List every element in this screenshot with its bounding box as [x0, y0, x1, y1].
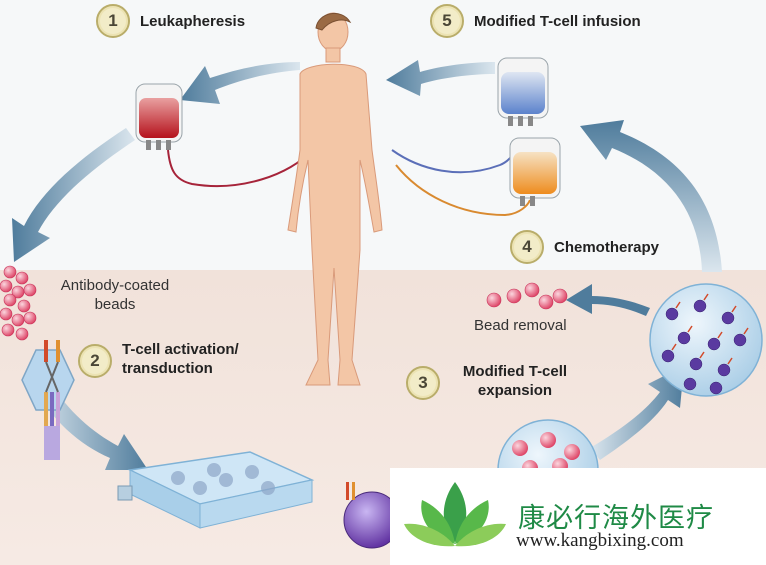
antibody-beads-label: Antibody-coated beads	[60, 277, 170, 313]
step-2: 2 T-cell activation/ transduction	[78, 340, 272, 378]
removed-beads	[486, 282, 568, 310]
step-2-badge: 2	[78, 344, 112, 378]
step-4-label: Chemotherapy	[554, 238, 660, 256]
step-4-badge: 4	[510, 230, 544, 264]
flow-arrow-infusion	[386, 60, 495, 96]
step-5-badge: 5	[430, 4, 464, 38]
step-2-label: T-cell activation/ transduction	[122, 341, 239, 377]
watermark-panel: 康必行海外医疗 www.kangbixing.com	[390, 468, 766, 565]
blood-bag	[135, 83, 313, 187]
step-3-badge: 3	[406, 366, 440, 400]
watermark-url: www.kangbixing.com	[516, 530, 684, 551]
antibody-bead-cluster	[0, 265, 37, 341]
step-4: 4 Chemotherapy	[510, 230, 659, 264]
tcell-receptor-diagram	[21, 340, 75, 460]
culture-flask	[117, 451, 315, 529]
transduced-cell	[343, 482, 401, 549]
chemo-bag	[509, 137, 561, 206]
flow-arrow-to-beads	[12, 128, 135, 262]
modified-tcell-sphere	[649, 283, 763, 397]
tcell-bag	[497, 57, 549, 126]
patient-body	[287, 12, 383, 386]
bead-removal-label: Bead removal	[474, 317, 567, 334]
infusion-line	[391, 139, 517, 174]
flow-arrow-to-expansion	[590, 366, 684, 460]
flow-arrow-to-infusion-bag	[580, 120, 722, 272]
lotus-logo-icon	[404, 482, 506, 547]
flow-arrow-leukapheresis	[180, 62, 300, 104]
step-1-badge: 1	[96, 4, 130, 38]
step-1-label: Leukapheresis	[140, 12, 246, 30]
step-3: 3 Modified T-cell expansion	[406, 362, 580, 400]
step-3-label: Modified T-cell expansion	[462, 363, 568, 399]
step-5: 5 Modified T-cell infusion	[430, 4, 641, 38]
step-1: 1 Leukapheresis	[96, 4, 245, 38]
watermark-brand-name: 康必行海外医疗	[518, 503, 714, 534]
flow-arrow-bead-removal	[566, 284, 650, 316]
chemo-line	[395, 164, 531, 217]
step-5-label: Modified T-cell infusion	[474, 12, 641, 30]
